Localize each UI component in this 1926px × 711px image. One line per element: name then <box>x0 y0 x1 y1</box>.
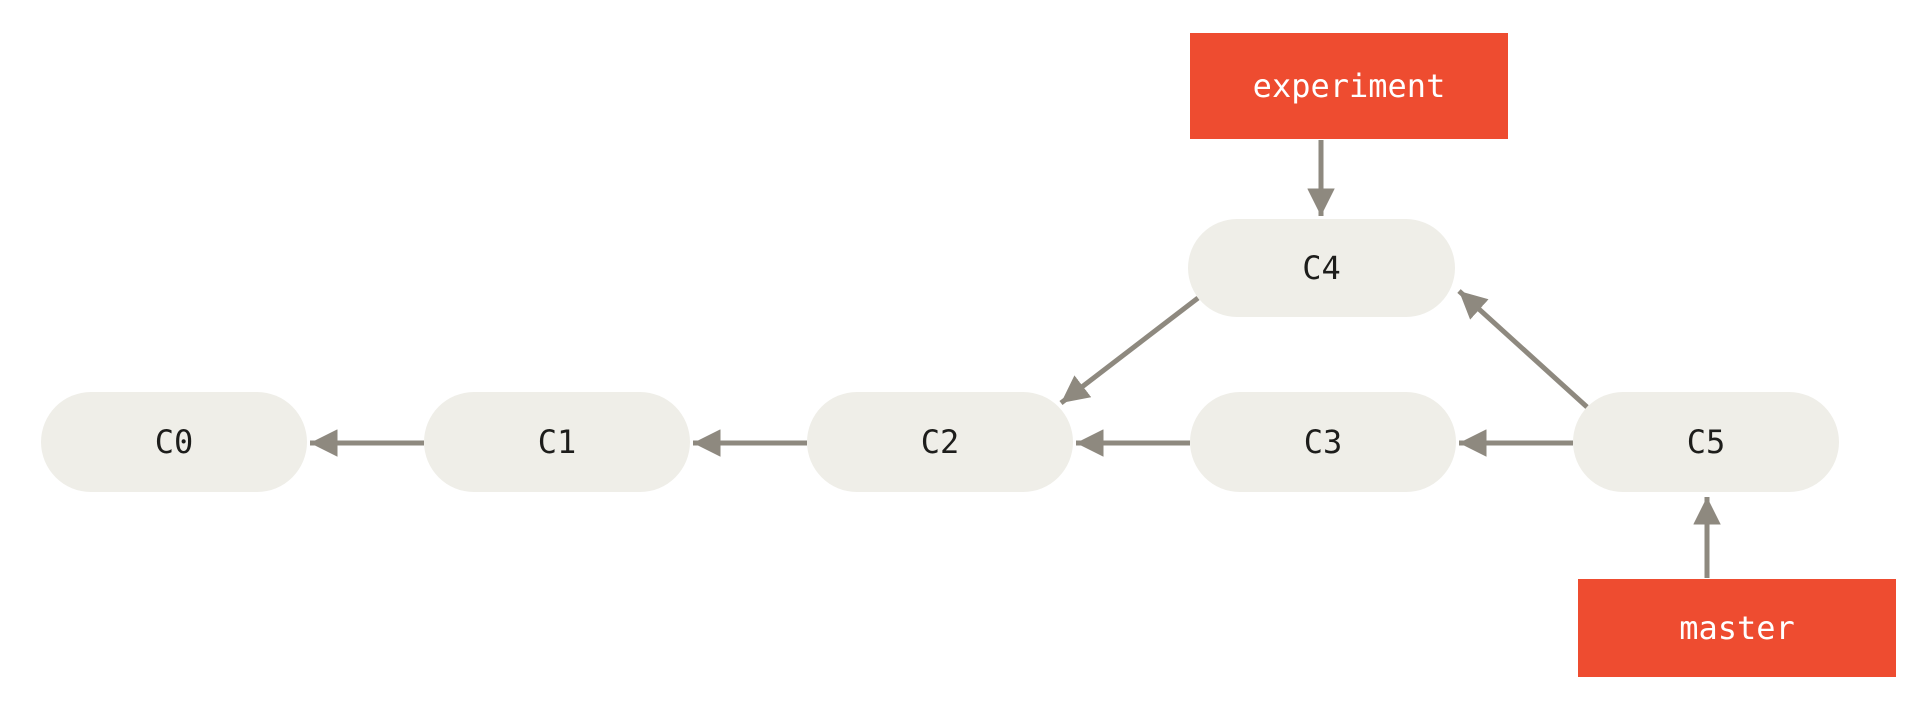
commit-node-c1: C1 <box>424 392 690 492</box>
commit-node-c0: C0 <box>41 392 307 492</box>
branch-name: master <box>1679 609 1795 647</box>
commit-label: C4 <box>1302 249 1341 287</box>
commit-node-c2: C2 <box>807 392 1073 492</box>
commit-node-c3: C3 <box>1190 392 1456 492</box>
commit-node-c4: C4 <box>1188 219 1455 317</box>
edge-c4-to-c2 <box>1059 296 1200 405</box>
commit-node-c5: C5 <box>1573 392 1839 492</box>
commit-label: C0 <box>154 423 194 461</box>
branch-label-master: master <box>1578 579 1896 677</box>
commit-label: C2 <box>920 423 960 461</box>
edge-c5-to-c4 <box>1457 289 1589 409</box>
commit-label: C5 <box>1686 423 1726 461</box>
branch-label-experiment: experiment <box>1190 33 1508 139</box>
branch-name: experiment <box>1252 67 1446 105</box>
commit-label: C1 <box>537 423 577 461</box>
commit-label: C3 <box>1303 423 1343 461</box>
